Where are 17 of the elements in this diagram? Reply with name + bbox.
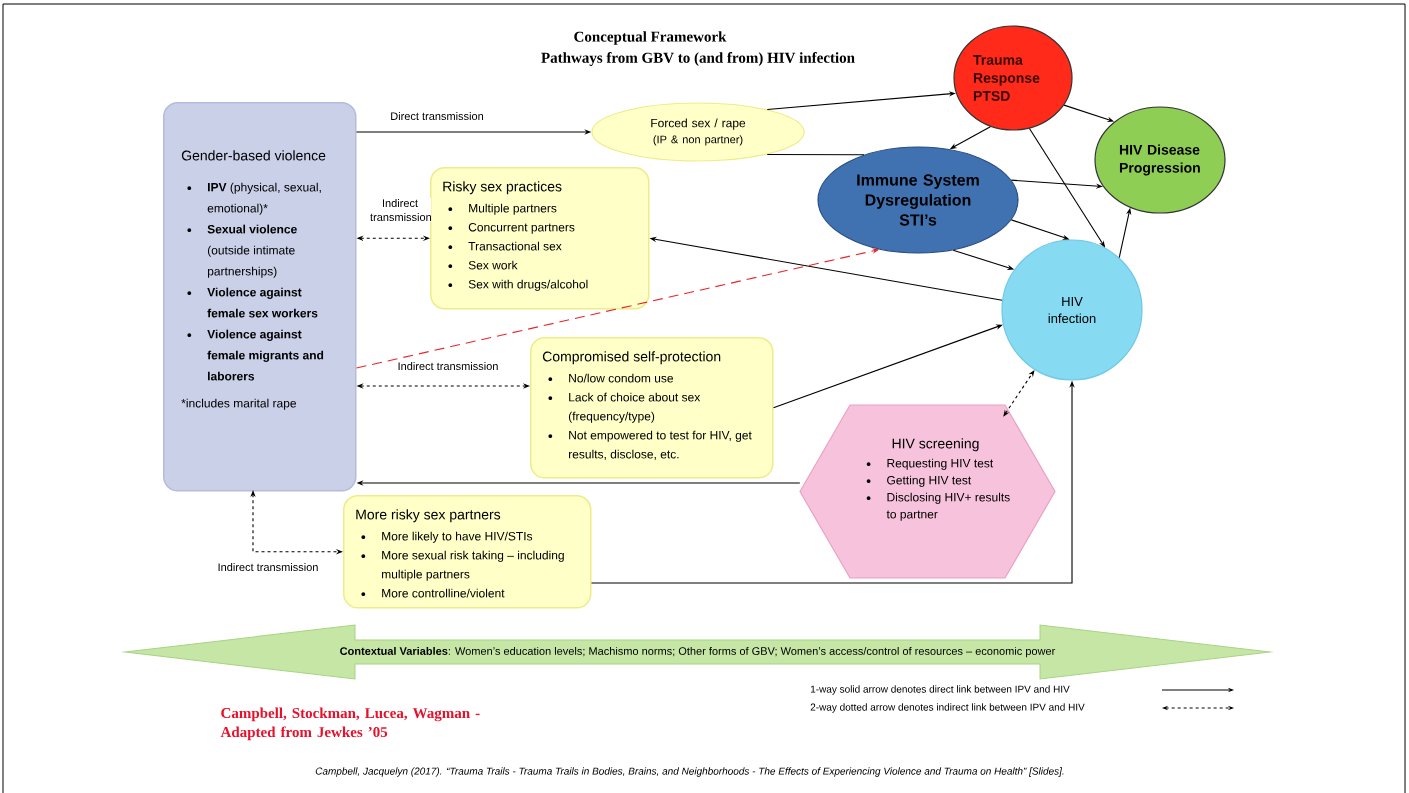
subtitle: Pathways from GBV to (and from) HIV infection [541,52,855,66]
edge-label: Indirect transmission [369,197,431,223]
citation: Campbell, Stockman, Lucea, Wagman - Adapted from Jewkes ’05 [220,707,480,741]
rounded-box: Compromised self-protection No/low condom use Lack of choice about sex (frequency/type) Not empowered to test for HIV, get results, disclose, etc. [530,337,774,479]
edge-label: Indirect transmission [396,360,500,372]
caption: Campbell, Jacquelyn (2017). “Trauma Trails - Trauma Trails in Bodies, Brains, and Neighborhoods - The Effects of Experiencing Violence and Trauma on Health” [Slides]. [315,767,1064,777]
legend-text: 1-way solid arrow denotes direct link between IPV and HIV [811,685,1070,695]
edge-label: Direct transmission [389,110,485,122]
rounded-box: Gender-based violence IPV (physical, sexual, emotional)* Sexual violence (outside intimate partnerships) Violence against female sex workers Violence against female migrants and laborers *includes marital rape [163,102,357,492]
double-arrow-band: Contextual Variables: Women’s education levels; Machismo norms; Other forms of GBV; Women’s access/control of resources – economic power [124,624,1271,680]
arrow [772,324,1003,409]
title: Conceptual Framework [574,31,727,45]
hexagon: HIV screening Requesting HIV test Getting HIV test Disclosing HIV+ results to partner [799,404,1056,579]
rounded-box: Risky sex practices Multiple partners Concurrent partners Transactional sex Sex work Sex with drugs/alcohol [430,167,650,310]
rounded-box: More risky sex partners More likely to have HIV/STIs More sexual risk taking – including multiple partners More controlline/violent [343,495,592,609]
legend-text: 2-way dotted arrow denotes indirect link between IPV and HIV [810,703,1085,713]
edge-label: Indirect transmission [216,561,320,573]
